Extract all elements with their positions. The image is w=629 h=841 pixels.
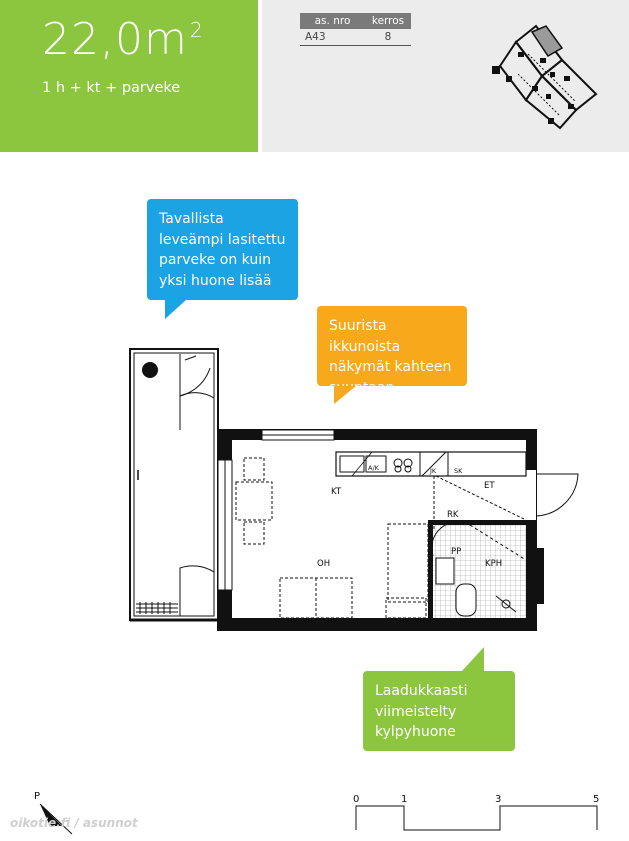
furniture [235,457,527,619]
room-configuration: 1 h + kt + parveke [42,80,181,96]
apartment-info-table: as. nro kerros A43 8 [300,13,411,46]
label-pp: PP [451,547,461,557]
building-key-plan [492,24,598,130]
label-ak: A/K [368,464,380,472]
north-arrow-icon: P [34,791,73,835]
floor-header: kerros [365,13,411,29]
label-entrance: ET [484,481,495,491]
label-rk: RK [447,510,459,520]
area-unit-superscript: 2 [189,18,204,42]
scale-label-1: 1 [401,794,407,805]
apartment-number-header: as. nro [300,13,365,29]
label-living-room: OH [317,559,330,569]
header-green-panel [0,0,258,152]
drain-icon [142,362,158,378]
floor-value: 8 [365,29,411,46]
callout-bathroom-pointer [462,647,484,671]
callout-balcony-pointer [165,300,186,319]
scale-label-0: 0 [353,794,359,805]
scale-label-3: 3 [495,794,501,805]
scale-label-5: 5 [593,794,599,805]
label-sk: SK [454,467,463,475]
callout-windows: Suurista ikkunoista näkymät kahteen suun… [317,306,467,396]
north-arrow-label: P [34,791,40,802]
kitchen [335,451,527,477]
shower-icon [501,599,511,609]
apartment-walls [217,429,544,631]
scale-bar: 0 1 3 5 [353,794,599,831]
apartment-number-value: A43 [300,29,365,46]
balcony [129,348,219,622]
label-bathroom: KPH [485,559,502,569]
callout-windows-pointer [334,386,356,404]
label-jk: JK [429,467,437,475]
toilet-icon [455,583,477,617]
callout-bathroom: Laadukkaasti viimeistelty kylpyhuone [363,671,515,751]
label-kitchen: KT [331,487,342,497]
callout-balcony: Tavallista leveämpi lasitettu parveke on… [147,199,298,300]
footer-source: oikotie.fi / asunnot [10,816,138,830]
area-value: 22,0m [42,14,188,65]
